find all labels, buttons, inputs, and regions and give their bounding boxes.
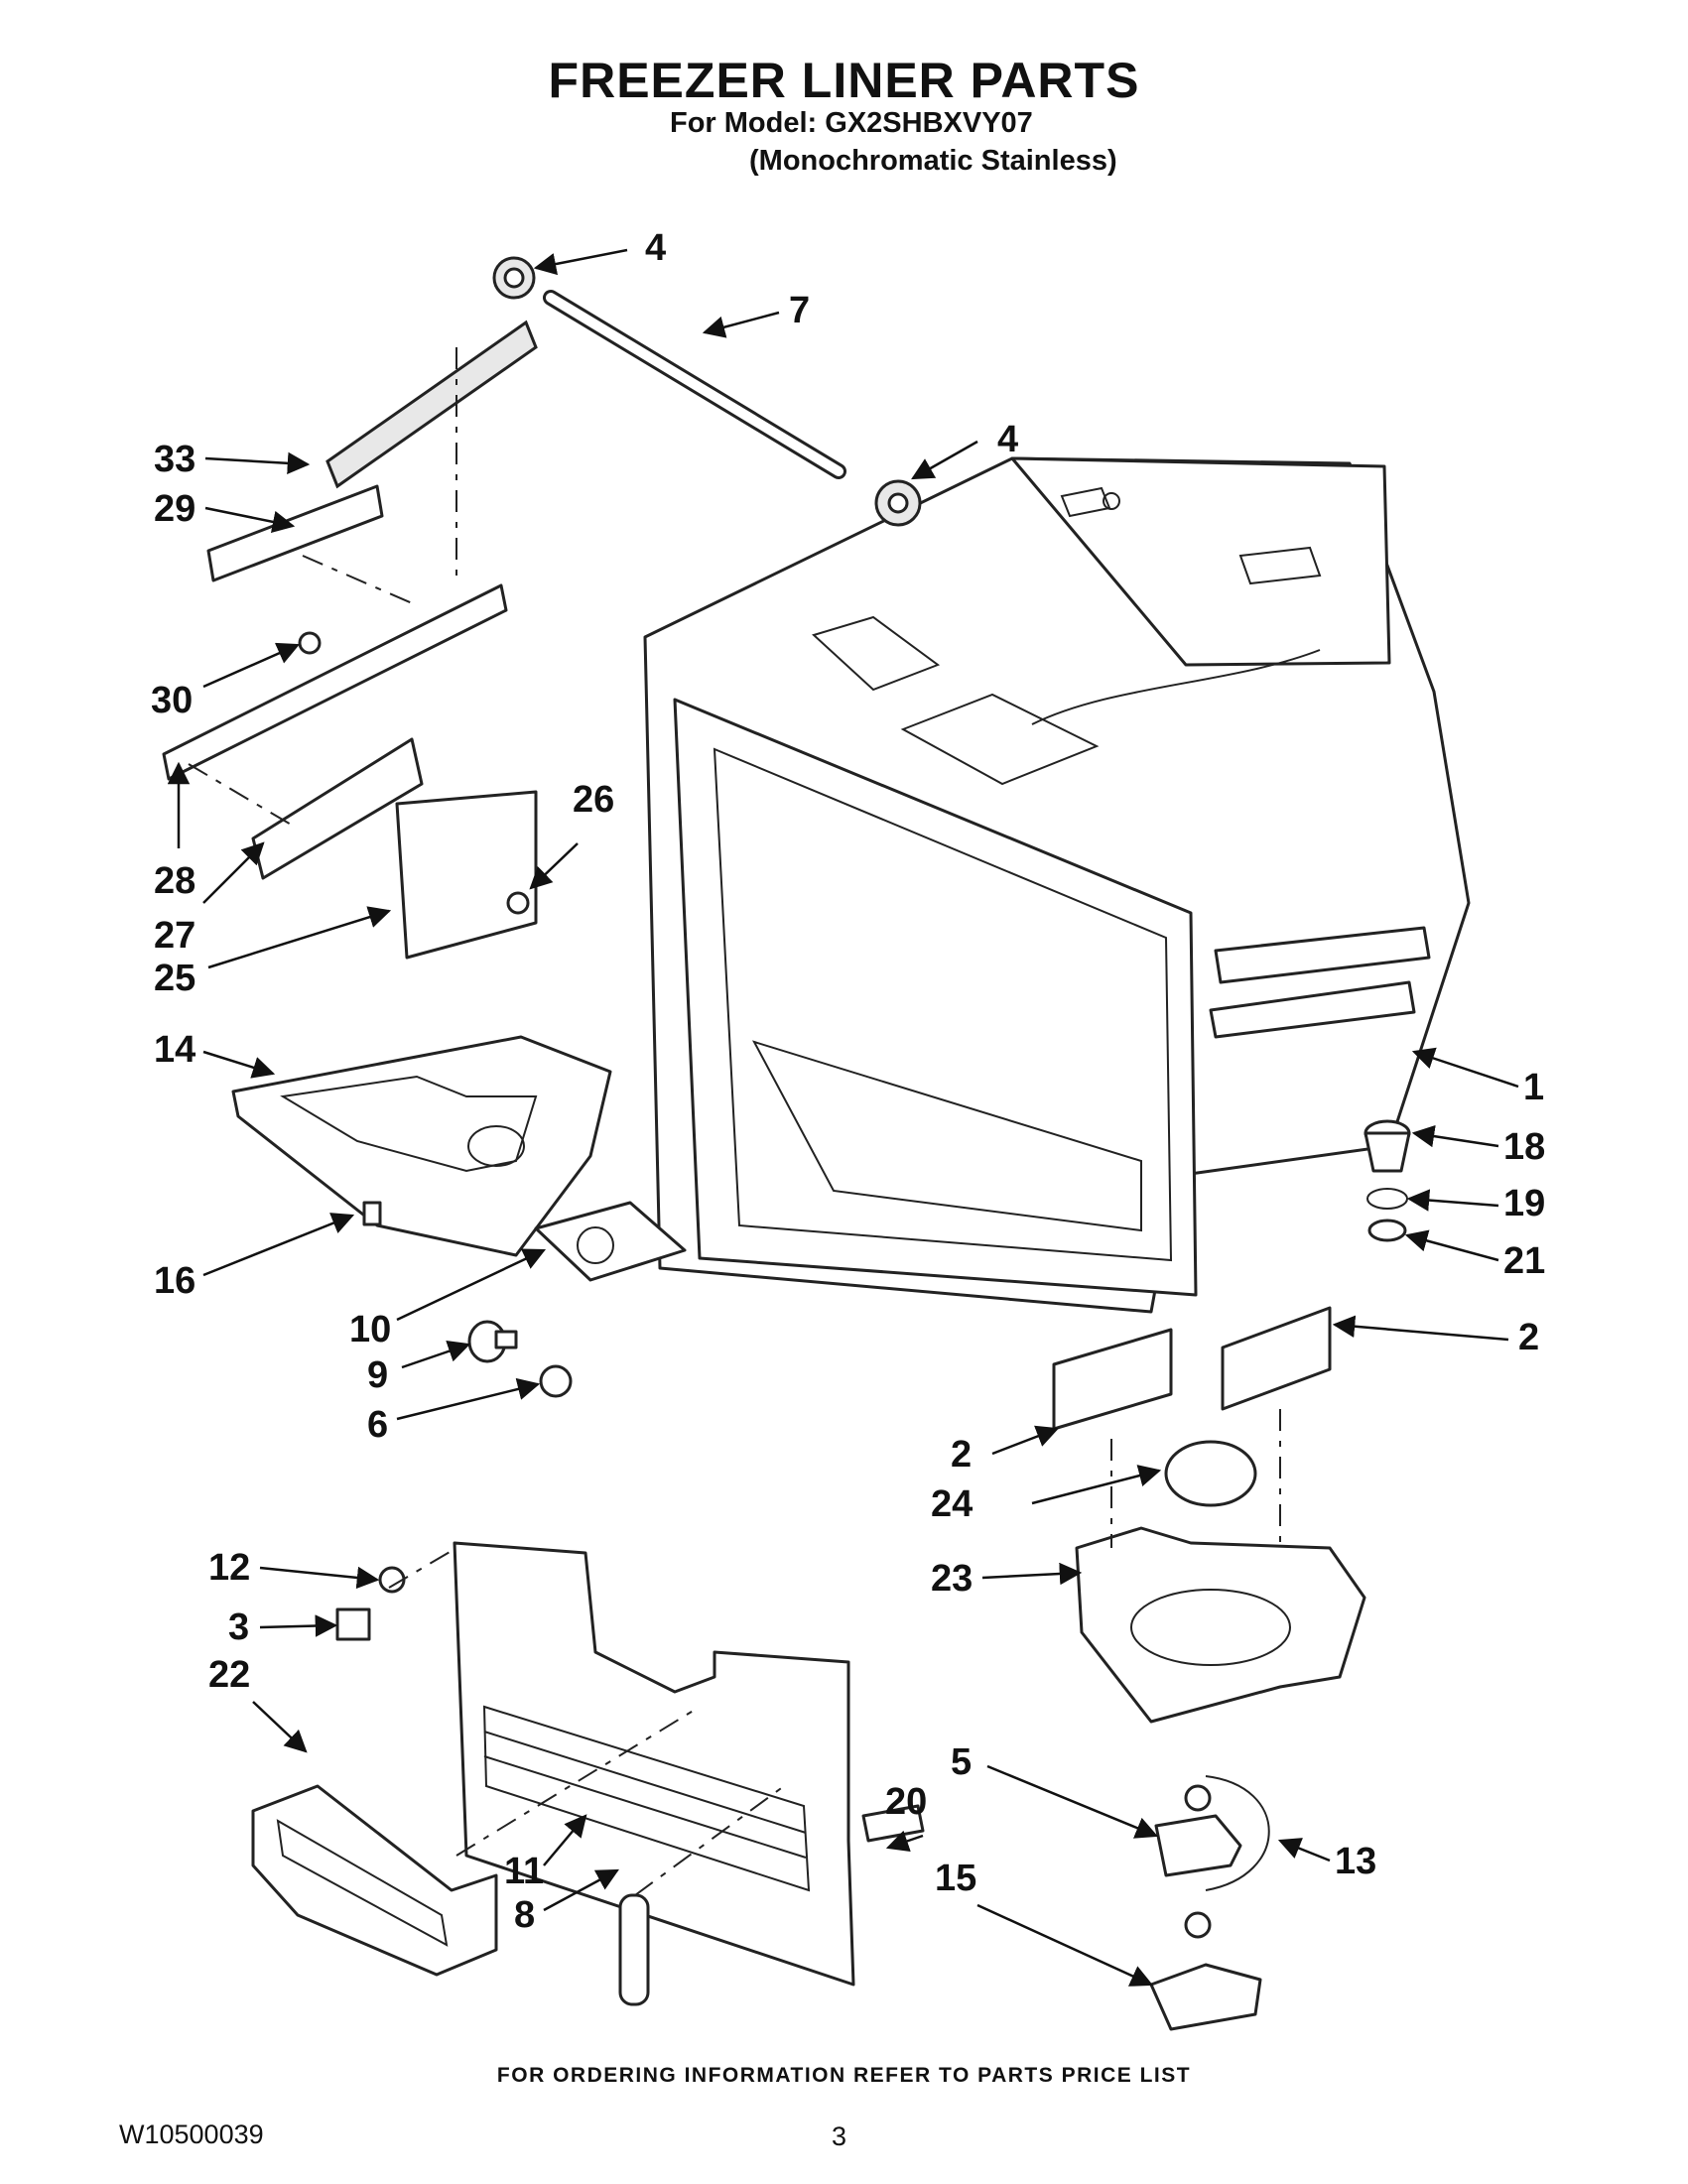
callout-labels: 4 7 4 33 29 30 28 27 25 26 14 16 10 9 6 … xyxy=(151,227,1545,1936)
callout-label: 13 xyxy=(1335,1841,1376,1882)
callout-label: 18 xyxy=(1503,1126,1545,1168)
callout-leaders xyxy=(167,248,1519,1987)
callout-label: 7 xyxy=(789,290,810,331)
drawer-tray-assembly xyxy=(231,1035,687,1398)
callout-label: 12 xyxy=(208,1547,250,1589)
damper-assembly xyxy=(1149,1775,1270,2031)
callout-label: 2 xyxy=(1518,1317,1539,1358)
callout-label: 14 xyxy=(154,1029,195,1071)
callout-label: 8 xyxy=(514,1894,535,1936)
callout-label: 26 xyxy=(573,779,614,821)
freezer-liner-part xyxy=(643,456,1471,1314)
callout-label: 28 xyxy=(154,860,195,902)
callout-label: 3 xyxy=(228,1606,249,1648)
page-number: 3 xyxy=(832,2121,847,2151)
callout-label: 6 xyxy=(367,1404,388,1446)
fan-assembly xyxy=(1052,1119,1411,1724)
callout-label: 4 xyxy=(645,227,666,269)
callout-label: 27 xyxy=(154,915,195,957)
callout-label: 5 xyxy=(951,1741,972,1783)
callout-label: 11 xyxy=(504,1851,544,1892)
callout-label: 21 xyxy=(1503,1240,1545,1282)
callout-label: 9 xyxy=(367,1354,388,1396)
document-number: W10500039 xyxy=(119,2120,264,2149)
callout-label: 29 xyxy=(154,488,195,530)
callout-label: 1 xyxy=(1523,1067,1544,1108)
callout-label: 33 xyxy=(154,439,195,480)
slide-rail-assembly xyxy=(162,320,538,960)
callout-label: 15 xyxy=(935,1858,976,1899)
callout-label: 10 xyxy=(349,1309,391,1350)
callout-label: 22 xyxy=(208,1654,250,1696)
page-title: FREEZER LINER PARTS xyxy=(548,53,1140,108)
callout-label: 30 xyxy=(151,680,193,721)
callout-label: 19 xyxy=(1503,1183,1545,1224)
callout-label: 4 xyxy=(997,419,1018,460)
callout-label: 23 xyxy=(931,1558,973,1600)
callout-label: 20 xyxy=(885,1781,927,1823)
callout-label: 25 xyxy=(154,958,195,999)
model-number: For Model: GX2SHBXVY07 xyxy=(670,107,1033,139)
callout-label: 24 xyxy=(931,1483,973,1525)
ordering-note: FOR ORDERING INFORMATION REFER TO PARTS … xyxy=(496,2064,1192,2087)
model-variant: (Monochromatic Stainless) xyxy=(749,145,1117,177)
shaft-assembly xyxy=(492,256,922,527)
callout-label: 16 xyxy=(154,1260,195,1302)
rear-panel-assembly xyxy=(251,1541,925,2006)
callout-label: 2 xyxy=(951,1434,972,1476)
